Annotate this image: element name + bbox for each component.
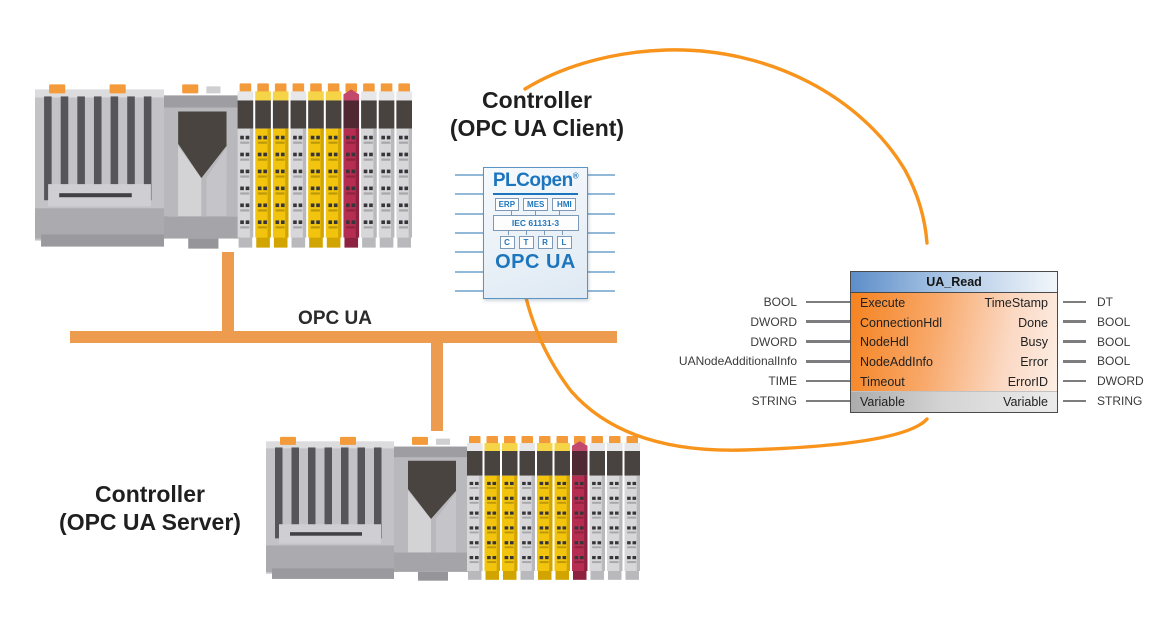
output-pin-timestamp: DT <box>1058 292 1152 312</box>
iec-standard-box: IEC 61131-3 <box>492 215 579 231</box>
letter-box-c: C <box>499 236 515 249</box>
fb-input-label: Timeout <box>860 374 905 389</box>
opc-ua-bus-line <box>70 331 617 343</box>
layer-box-mes: MES <box>523 198 549 211</box>
fb-output-label: Variable <box>1003 395 1048 410</box>
input-pin-variable: STRING <box>630 391 850 411</box>
plcopen-protocol-label: OPC UA <box>495 251 576 273</box>
input-pin-connectionhdl: DWORD <box>630 312 850 332</box>
input-type-label: DWORD <box>750 334 797 349</box>
input-pin-timeout: TIME <box>630 371 850 391</box>
output-pin-variable: STRING <box>1058 391 1152 411</box>
plcopen-divider <box>493 193 578 195</box>
bus-drop-client <box>222 252 234 332</box>
bus-drop-server <box>431 342 443 431</box>
plc-rack-server-image <box>266 436 640 581</box>
plcopen-box: PLCopen® ERP MES HMI IEC 61131-3 C T R L… <box>483 167 588 299</box>
output-pin-errorid: DWORD <box>1058 371 1152 391</box>
input-pin-execute: BOOL <box>630 292 850 312</box>
input-type-label: DWORD <box>750 314 797 329</box>
controller-server-label: Controller (OPC UA Server) <box>10 480 290 536</box>
fb-input-label: NodeAddInfo <box>860 354 933 369</box>
fb-input-label: NodeHdl <box>860 335 909 350</box>
input-pin-nodeaddinfo: UANodeAdditionalInfo <box>630 351 850 371</box>
letter-box-t: T <box>518 236 534 249</box>
fb-input-pins: BOOL DWORD DWORD UANodeAdditionalInfo TI… <box>630 292 850 411</box>
input-pin-line <box>806 340 850 343</box>
fb-row-execute: Execute TimeStamp <box>851 293 1057 313</box>
ua-read-function-block: UA_Read Execute TimeStamp ConnectionHdl … <box>850 271 1058 413</box>
controller-client-line1: Controller <box>482 87 592 113</box>
fb-output-label: Error <box>1020 354 1048 369</box>
plcopen-left-pins <box>455 174 484 292</box>
output-pin-line <box>1063 399 1086 403</box>
output-type-label: DT <box>1097 294 1113 309</box>
output-type-label: BOOL <box>1097 354 1131 369</box>
output-type-label: DWORD <box>1097 374 1144 389</box>
bus-label: OPC UA <box>298 308 372 329</box>
fb-output-label: TimeStamp <box>984 295 1048 310</box>
fb-row-nodeaddinfo: NodeAddInfo Error <box>851 352 1057 372</box>
plcopen-right-pins <box>587 174 615 292</box>
plcopen-brand: PLCopen® <box>492 170 579 191</box>
input-pin-nodehdl: DWORD <box>630 332 850 352</box>
fb-output-label: Done <box>1018 315 1048 330</box>
input-pin-line <box>806 300 850 304</box>
fb-output-label: Busy <box>1020 335 1048 350</box>
output-type-label: BOOL <box>1097 314 1131 329</box>
fb-output-label: ErrorID <box>1007 374 1048 389</box>
function-block-body: Execute TimeStamp ConnectionHdl Done Nod… <box>851 293 1057 392</box>
output-pin-line <box>1063 360 1086 363</box>
fb-row-variable: Variable Variable <box>851 391 1057 412</box>
output-pin-line <box>1063 379 1086 383</box>
input-pin-line <box>806 320 850 323</box>
fb-input-label: Execute <box>860 295 906 310</box>
fb-row-nodehdl: NodeHdl Busy <box>851 332 1057 352</box>
fb-output-pins: DT BOOL BOOL BOOL DWORD STRING <box>1058 292 1152 411</box>
plcopen-logo: PLCopen® ERP MES HMI IEC 61131-3 C T R L… <box>455 162 615 302</box>
output-pin-line <box>1063 300 1086 304</box>
input-type-label: TIME <box>768 374 797 389</box>
input-type-label: STRING <box>751 394 797 409</box>
fb-input-label: ConnectionHdl <box>860 315 942 330</box>
output-type-label: STRING <box>1097 394 1143 409</box>
input-pin-line <box>806 360 850 363</box>
output-type-label: BOOL <box>1097 334 1131 349</box>
fb-input-label: Variable <box>860 395 905 410</box>
input-type-label: UANodeAdditionalInfo <box>678 354 797 369</box>
input-pin-line <box>806 399 850 403</box>
plcopen-layer-row: ERP MES HMI <box>484 198 587 211</box>
controller-server-line1: Controller <box>95 481 205 507</box>
output-pin-done: BOOL <box>1058 312 1152 332</box>
fb-row-timeout: Timeout ErrorID <box>851 372 1057 392</box>
letter-box-l: L <box>556 236 572 249</box>
controller-client-label: Controller (OPC UA Client) <box>407 86 667 142</box>
connector-ticks-bottom <box>500 231 572 235</box>
output-pin-error: BOOL <box>1058 351 1152 371</box>
input-type-label: BOOL <box>763 294 797 309</box>
layer-box-hmi: HMI <box>552 198 577 211</box>
output-pin-busy: BOOL <box>1058 332 1152 352</box>
output-pin-line <box>1063 320 1086 323</box>
registered-mark-icon: ® <box>572 171 579 181</box>
layer-box-erp: ERP <box>494 198 520 211</box>
output-pin-line <box>1063 340 1086 343</box>
plcopen-letter-row: C T R L <box>484 236 587 249</box>
function-block-title: UA_Read <box>851 272 1057 293</box>
input-pin-line <box>806 379 850 383</box>
controller-server-line2: (OPC UA Server) <box>59 509 241 535</box>
fb-row-connectionhdl: ConnectionHdl Done <box>851 313 1057 333</box>
controller-client-line2: (OPC UA Client) <box>449 115 625 141</box>
plc-rack-client-image <box>35 83 412 249</box>
letter-box-r: R <box>537 236 553 249</box>
